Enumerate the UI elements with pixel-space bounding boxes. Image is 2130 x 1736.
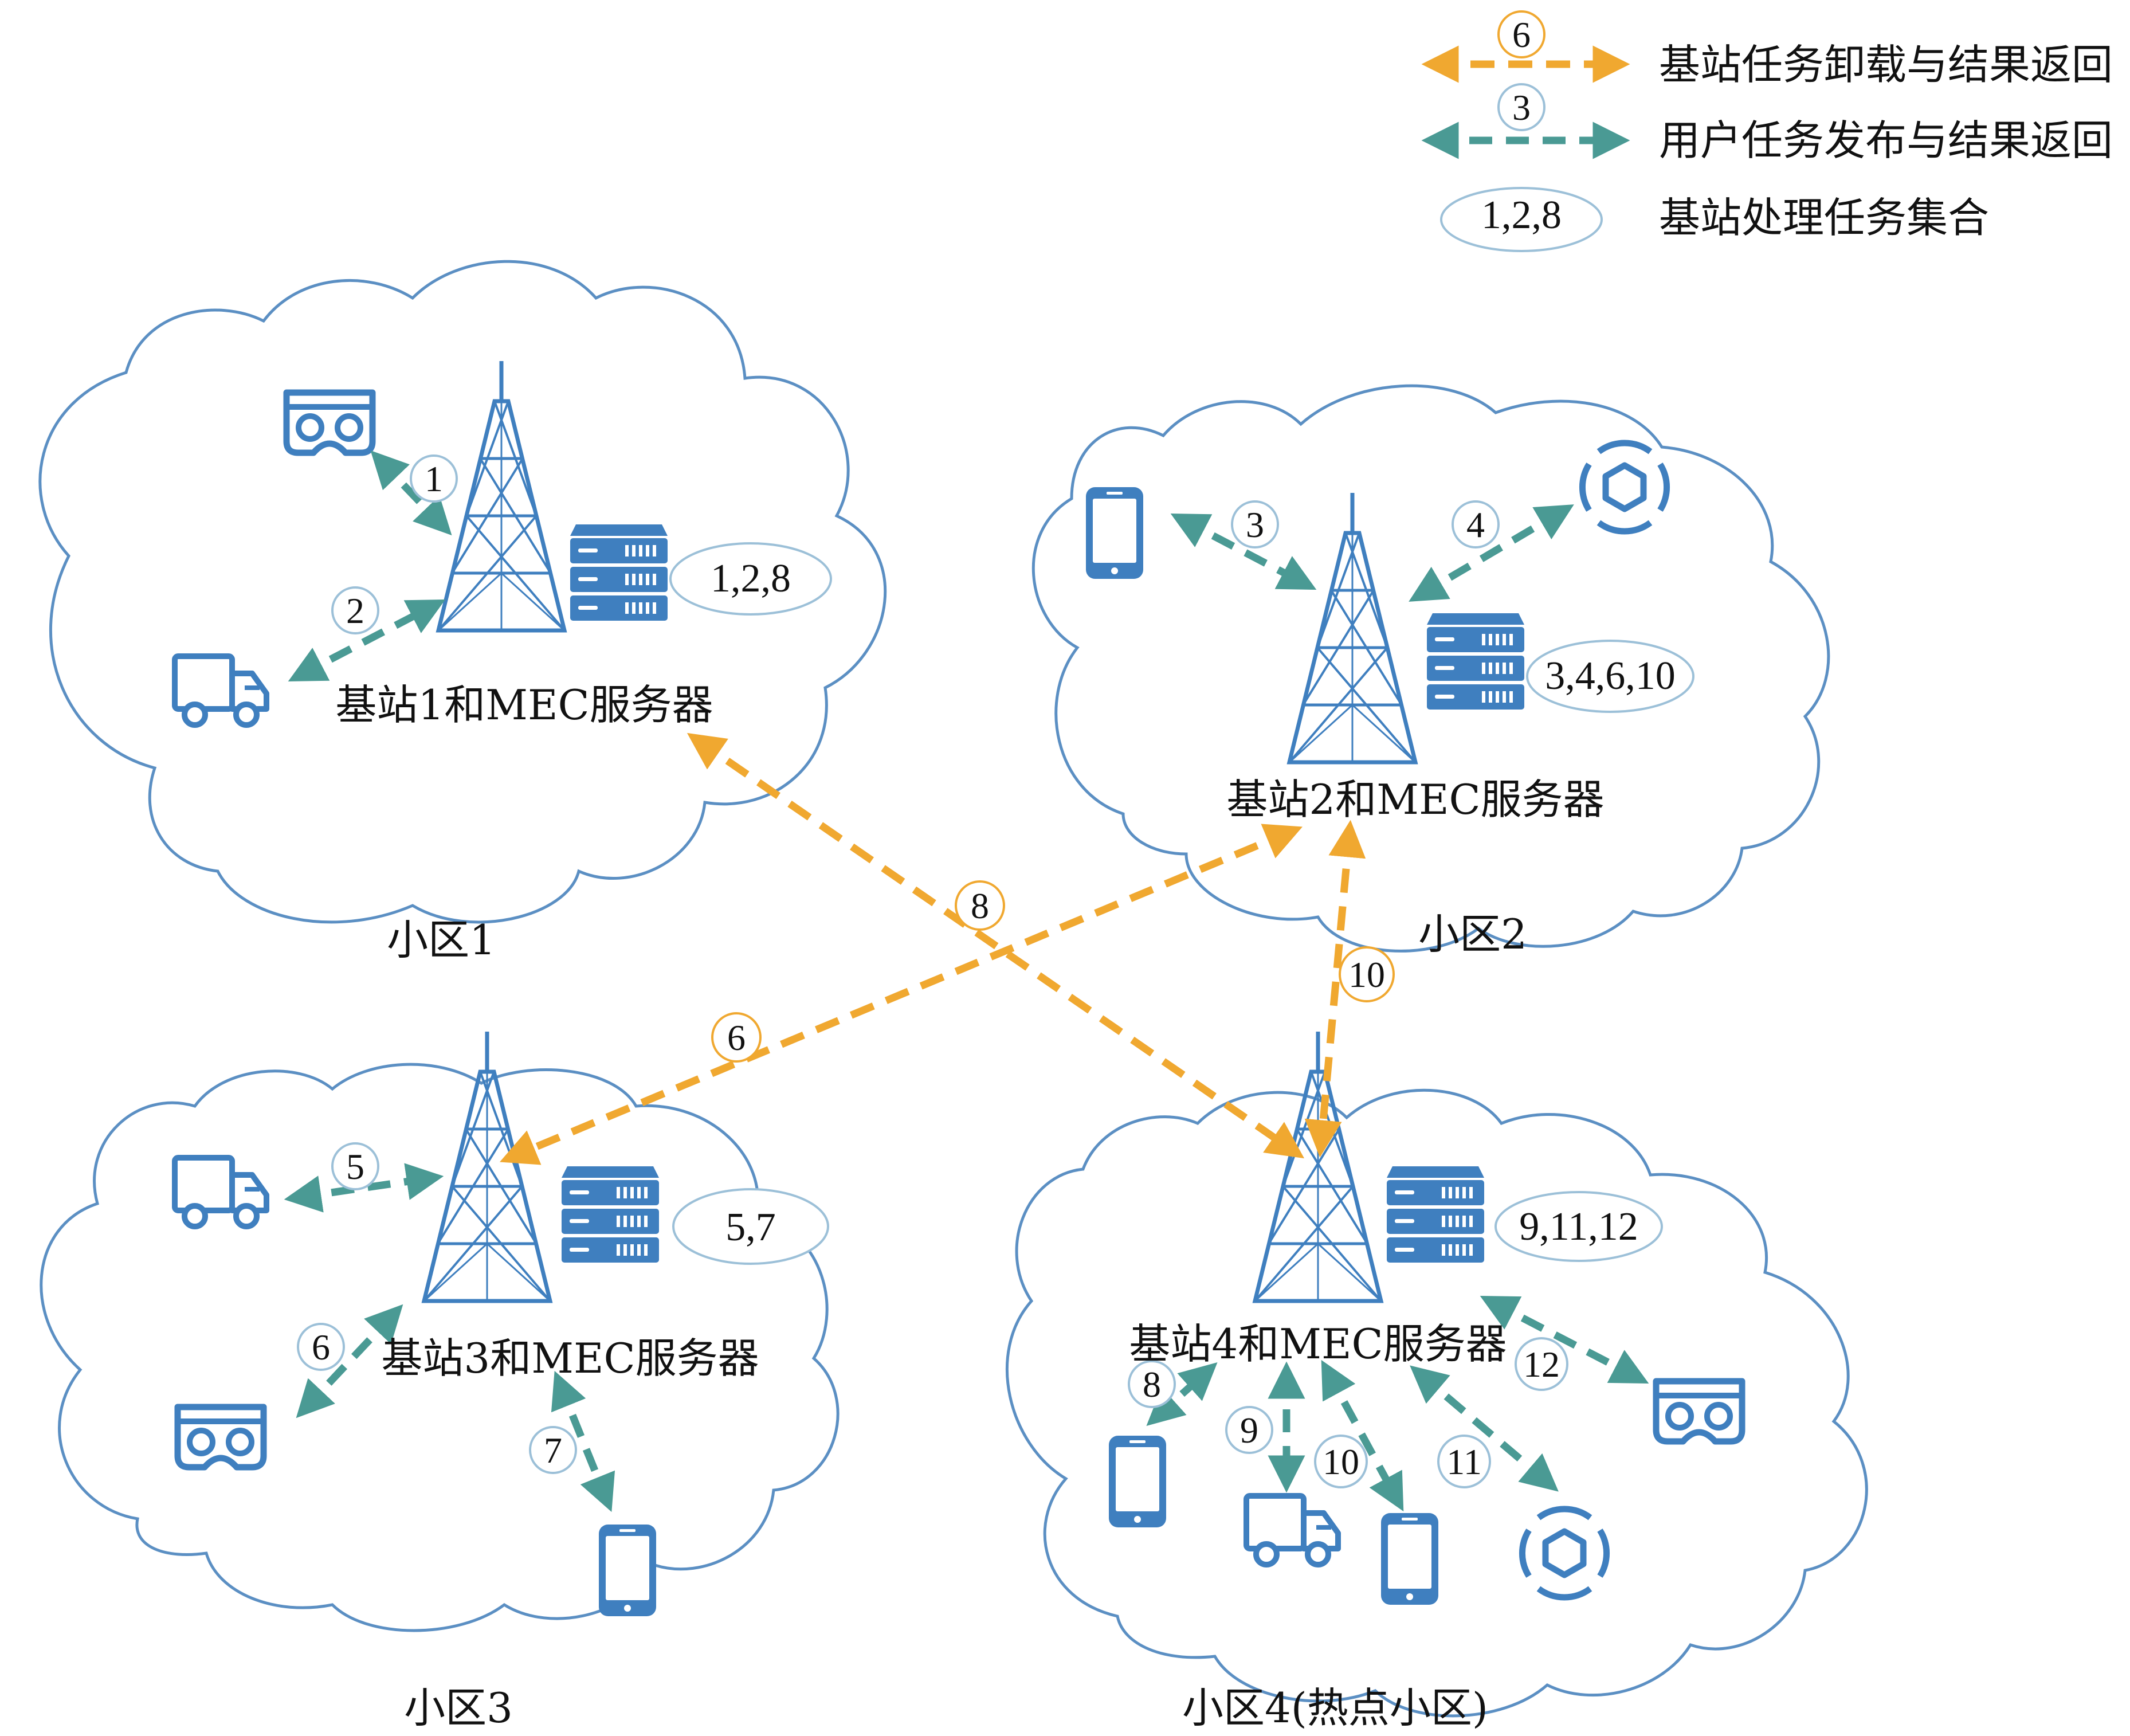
user-link-2-label: 2	[346, 590, 364, 631]
cell-2-cloud	[1031, 384, 1830, 953]
user-link-12-label: 12	[1523, 1344, 1560, 1385]
cell-4-truck-icon	[1246, 1496, 1338, 1565]
legend-user-badge-text: 3	[1512, 87, 1531, 128]
cell-4-name: 小区4(热点小区)	[1182, 1684, 1488, 1732]
user-link-8-badge	[1128, 1360, 1176, 1408]
user-link-11-label: 11	[1446, 1441, 1482, 1482]
offload-link-8-badge	[955, 880, 1005, 931]
offload-link-8	[687, 732, 1305, 1159]
user-link-1-badge	[410, 454, 458, 503]
user-link-12	[1480, 1296, 1649, 1384]
base-station-3-tower-icon	[424, 1032, 550, 1301]
user-link-5-badge	[331, 1142, 379, 1190]
user-link-8	[1146, 1362, 1218, 1427]
legend-offload-badge-text: 6	[1512, 14, 1531, 55]
offload-link-10	[1304, 820, 1366, 1158]
user-link-11-badge	[1437, 1435, 1491, 1488]
user-link-4-badge	[1452, 500, 1500, 548]
legend-offload-label: 基站任务卸载与结果返回	[1659, 41, 2113, 89]
user-link-6-label: 6	[312, 1327, 330, 1367]
legend-set-label: 基站处理任务集合	[1659, 194, 1989, 242]
cell-3-task-set-text: 5,7	[725, 1205, 776, 1249]
base-station-4-tower-icon	[1255, 1032, 1381, 1301]
user-link-10-label: 10	[1323, 1441, 1359, 1482]
cell-1-truck-icon	[175, 656, 266, 725]
mec-server-2-icon	[1427, 613, 1524, 710]
cell-3-name: 小区3	[404, 1684, 513, 1732]
user-link-7-badge	[529, 1426, 577, 1474]
user-link-3-label: 3	[1246, 504, 1264, 545]
mec-server-4-icon	[1387, 1166, 1484, 1263]
cell-4-cloud	[1005, 1088, 1868, 1718]
cell-3-task-set-ellipse	[672, 1188, 829, 1265]
cell-1-cloud	[38, 260, 887, 924]
base-station-2-tower-icon	[1289, 493, 1415, 762]
user-link-11	[1410, 1365, 1559, 1492]
mec-server-3-icon	[562, 1166, 659, 1263]
cell-1-vr-headset-icon	[287, 393, 372, 453]
offload-link-8-label: 8	[971, 885, 989, 926]
cell-2-task-set-ellipse	[1526, 640, 1694, 713]
cell-4-smartphone-icon-a	[1109, 1436, 1166, 1527]
user-link-5	[284, 1163, 444, 1213]
station-3-label: 基站3和MEC服务器	[381, 1334, 759, 1382]
cell-4-task-set-ellipse	[1494, 1191, 1663, 1262]
base-station-1-tower-icon	[438, 361, 564, 630]
user-link-4-label: 4	[1466, 504, 1485, 545]
user-link-2-badge	[331, 586, 379, 634]
user-link-1-label: 1	[425, 459, 443, 499]
cell-3-vr-headset-icon	[178, 1407, 264, 1467]
cell-2-smartphone-icon	[1086, 487, 1143, 579]
legend-offload-badge	[1497, 10, 1545, 58]
user-link-5-label: 5	[346, 1146, 364, 1187]
user-link-4	[1409, 504, 1574, 602]
cell-2-name: 小区2	[1418, 910, 1527, 958]
cell-1-task-set-ellipse	[669, 542, 832, 616]
user-link-10	[1321, 1359, 1404, 1512]
user-link-9-badge	[1225, 1406, 1273, 1454]
offload-link-6-badge	[711, 1012, 762, 1063]
legend-task-set-ellipse	[1440, 187, 1603, 252]
user-link-8-label: 8	[1143, 1364, 1161, 1405]
cell-2-camera-icon	[1582, 443, 1666, 531]
cell-4-camera-icon	[1522, 1509, 1606, 1597]
cell-3-smartphone-icon	[599, 1525, 656, 1616]
legend-user-badge	[1497, 83, 1545, 131]
user-link-3	[1170, 513, 1317, 590]
offload-link-6-label: 6	[727, 1017, 746, 1058]
user-link-12-badge	[1515, 1337, 1568, 1391]
cell-1-task-set-text: 1,2,8	[711, 557, 791, 601]
user-link-9-label: 9	[1240, 1410, 1258, 1451]
cell-4-task-set-text: 9,11,12	[1519, 1205, 1638, 1249]
offload-link-10-badge	[1339, 946, 1395, 1002]
cell-2-task-set-text: 3,4,6,10	[1545, 654, 1676, 698]
cell-1-name: 小区1	[387, 916, 496, 964]
offload-link-10-label: 10	[1348, 954, 1385, 995]
station-2-label: 基站2和MEC服务器	[1226, 775, 1604, 824]
user-link-3-badge	[1231, 500, 1279, 548]
user-link-7	[551, 1370, 615, 1512]
user-link-2	[288, 599, 446, 682]
cell-4-smartphone-icon-b	[1381, 1513, 1438, 1605]
offload-link-6	[500, 824, 1303, 1165]
station-1-label: 基站1和MEC服务器	[335, 681, 713, 729]
cell-3-truck-icon	[175, 1158, 266, 1226]
mec-server-1-icon	[570, 524, 668, 621]
user-link-6-badge	[297, 1323, 345, 1371]
station-4-label: 基站4和MEC服务器	[1129, 1320, 1507, 1368]
legend-user-label: 用户任务发布与结果返回	[1659, 116, 2113, 164]
user-link-1	[370, 450, 452, 536]
user-link-10-badge	[1314, 1435, 1368, 1488]
user-link-7-label: 7	[544, 1430, 562, 1471]
legend-task-set-text: 1,2,8	[1481, 193, 1562, 237]
cell-4-vr-headset-icon	[1656, 1381, 1742, 1441]
user-link-6	[296, 1304, 403, 1418]
